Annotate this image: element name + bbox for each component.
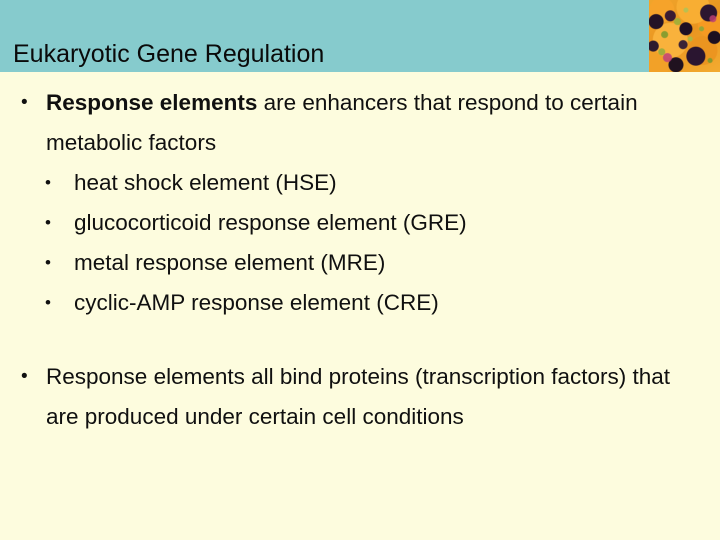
sub-bullet-label: metal response element (MRE) <box>74 250 386 275</box>
list-item: • cyclic-AMP response element (CRE) <box>18 283 702 323</box>
bullet-level1: • Response elements are enhancers that re… <box>18 83 702 163</box>
bullet-dot-icon: • <box>21 366 28 387</box>
sub-bullet-label: heat shock element (HSE) <box>74 170 337 195</box>
header-band <box>0 0 720 72</box>
bullet-lead-bold: Response elements <box>46 90 258 115</box>
bullet-dot-icon: • <box>45 253 51 272</box>
bullet-block-2: • Response elements all bind proteins (tr… <box>18 357 702 437</box>
slide-body: • Response elements are enhancers that re… <box>0 72 720 540</box>
bullet-level1: • Response elements all bind proteins (tr… <box>18 357 702 437</box>
list-item: • heat shock element (HSE) <box>18 163 702 203</box>
list-item: • metal response element (MRE) <box>18 243 702 283</box>
sub-bullet-label: glucocorticoid response element (GRE) <box>74 210 467 235</box>
sub-bullet-list: • heat shock element (HSE) • glucocorticoi… <box>18 163 702 323</box>
bullet-lead-rest: Response elements all bind proteins (tra… <box>46 364 671 429</box>
fruit-salad-photo <box>649 0 720 72</box>
bullet-dot-icon: • <box>21 92 28 113</box>
bullet-dot-icon: • <box>45 293 51 312</box>
bullet-block-1: • Response elements are enhancers that re… <box>18 83 702 323</box>
page-title: Eukaryotic Gene Regulation <box>13 39 325 68</box>
bullet-lead-rest: are enhancers that respond to certain me… <box>46 90 638 155</box>
bullet-dot-icon: • <box>45 173 51 192</box>
photo-accent-layer <box>649 0 720 72</box>
list-item: • glucocorticoid response element (GRE) <box>18 203 702 243</box>
bullet-dot-icon: • <box>45 213 51 232</box>
sub-bullet-label: cyclic-AMP response element (CRE) <box>74 290 439 315</box>
